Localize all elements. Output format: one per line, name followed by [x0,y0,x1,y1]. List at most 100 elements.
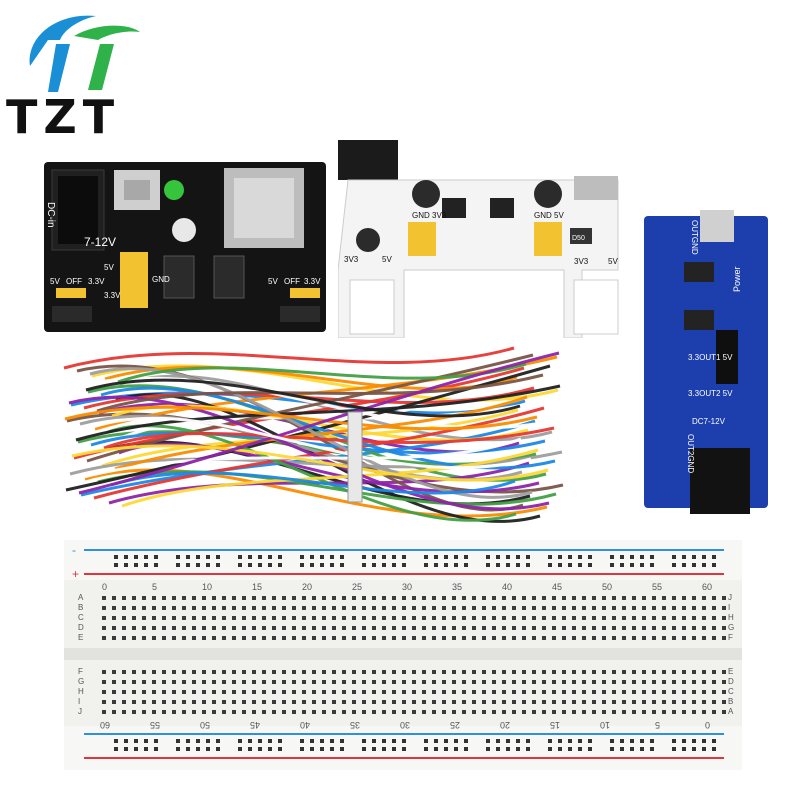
terminal-hole [172,606,176,610]
terminal-hole [282,636,286,640]
terminal-hole [332,700,336,704]
terminal-hole [132,680,136,684]
terminal-hole [452,626,456,630]
terminal-hole [502,680,506,684]
terminal-hole [482,616,486,620]
terminal-hole [542,680,546,684]
rail-hole [248,747,252,751]
terminal-hole [232,670,236,674]
terminal-hole [272,626,276,630]
terminal-hole [452,596,456,600]
label-voltage: 7-12V [84,235,116,249]
rail-hole [238,739,242,743]
terminal-hole [442,606,446,610]
rail-hole [620,747,624,751]
brand-name: TZT [6,90,121,144]
terminal-hole [252,596,256,600]
terminal-hole [352,616,356,620]
terminal-hole [522,710,526,714]
terminal-hole [652,700,656,704]
terminal-hole [462,616,466,620]
terminal-hole [422,680,426,684]
terminal-hole [352,680,356,684]
terminal-hole [352,636,356,640]
rail-hole [248,739,252,743]
rail-hole [372,747,376,751]
terminal-hole [712,606,716,610]
terminal-hole [322,626,326,630]
terminal-hole [552,636,556,640]
terminal-hole [152,700,156,704]
rail-hole [382,563,386,567]
rail-hole [506,747,510,751]
rail-hole [310,747,314,751]
terminal-hole [372,616,376,620]
terminal-hole [312,670,316,674]
terminal-hole [622,710,626,714]
terminal-hole [182,626,186,630]
terminal-hole [292,670,296,674]
terminal-hole [602,710,606,714]
terminal-hole [572,616,576,620]
rail-hole [310,555,314,559]
terminal-hole [612,616,616,620]
terminal-hole [472,616,476,620]
terminal-hole [562,680,566,684]
terminal-hole [372,670,376,674]
rail-hole [300,747,304,751]
row-letter: J [728,593,732,602]
terminal-hole [222,700,226,704]
terminal-hole [252,690,256,694]
terminal-hole [152,596,156,600]
terminal-hole [482,636,486,640]
terminal-hole [142,700,146,704]
terminal-hole [482,710,486,714]
rail-hole [340,739,344,743]
terminal-hole [722,680,726,684]
rail-hole [176,563,180,567]
rail-hole [186,563,190,567]
terminal-hole [312,606,316,610]
rail-hole [330,739,334,743]
terminal-hole [422,616,426,620]
terminal-hole [712,690,716,694]
terminal-hole [132,616,136,620]
terminal-hole [302,616,306,620]
row-letter: B [78,603,83,612]
terminal-hole [652,710,656,714]
terminal-hole [702,606,706,610]
label-dc: DC7-12V [692,417,726,426]
terminal-hole [202,596,206,600]
rail-hole [464,747,468,751]
terminal-hole [352,670,356,674]
terminal-hole [252,616,256,620]
terminal-hole [242,616,246,620]
terminal-hole [642,606,646,610]
rail-hole [640,555,644,559]
terminal-hole [592,626,596,630]
terminal-hole [402,626,406,630]
column-number: 15 [252,582,262,592]
jumper-wire [97,470,557,506]
terminal-hole [162,636,166,640]
terminal-hole [252,700,256,704]
terminal-hole [162,680,166,684]
terminal-hole [692,700,696,704]
terminal-hole [542,636,546,640]
jumper-wire [89,367,533,499]
terminal-hole [692,636,696,640]
terminal-hole [482,606,486,610]
jumper-wire [114,395,528,471]
rail-hole [176,555,180,559]
rail-hole [206,555,210,559]
rail-hole [310,563,314,567]
terminal-hole [552,680,556,684]
rail-hole [134,747,138,751]
terminal-hole [622,606,626,610]
terminal-hole [412,710,416,714]
terminal-hole [132,670,136,674]
terminal-hole [472,700,476,704]
rail-hole [516,747,520,751]
terminal-hole [182,670,186,674]
rail-hole [506,739,510,743]
